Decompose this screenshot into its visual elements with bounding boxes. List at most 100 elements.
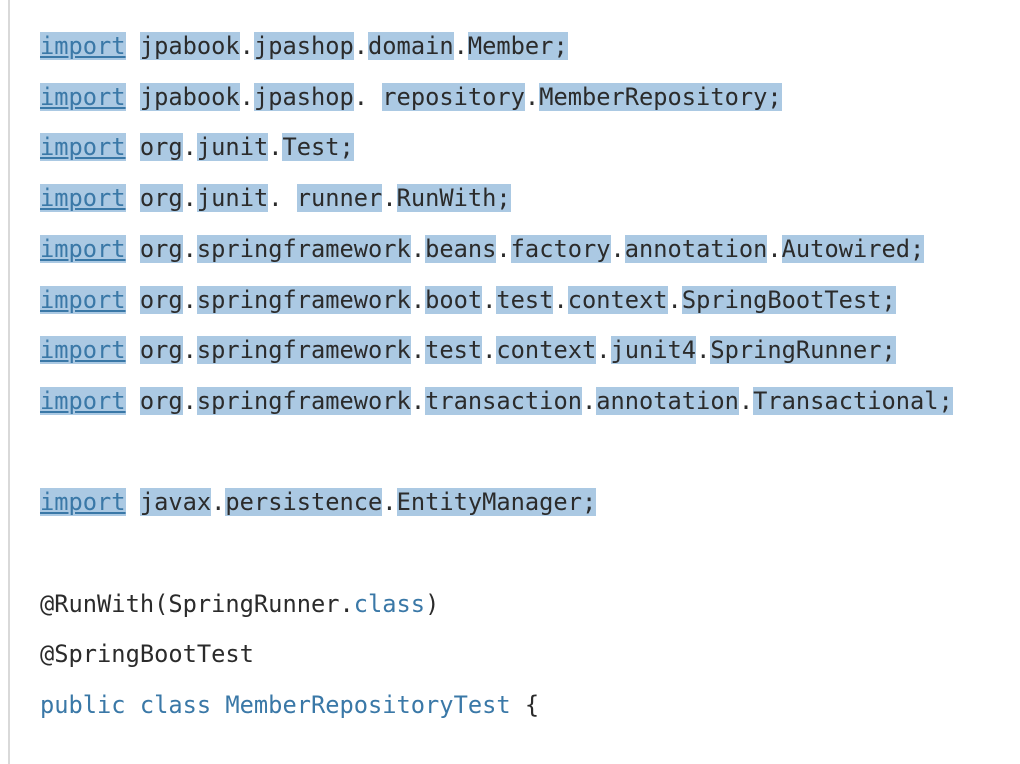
code-line-3: import org.junit.Test;	[40, 122, 1020, 173]
code-line-5: import org.springframework.beans.factory…	[40, 224, 1020, 275]
highlighted-token: springframework	[196, 386, 411, 415]
punctuation: .	[353, 32, 369, 60]
highlighted-token: repository	[382, 82, 525, 111]
highlighted-token: context	[567, 285, 668, 314]
code-line-10: import javax.persistence.EntityManager;	[40, 477, 1020, 528]
code-line-2: import jpabook.jpashop. repository.Membe…	[40, 72, 1020, 123]
highlighted-token: domain	[368, 32, 454, 60]
punctuation	[126, 184, 140, 212]
punctuation: .	[496, 234, 511, 263]
punctuation: .	[268, 133, 283, 162]
punctuation: .	[596, 336, 611, 365]
highlighted-token: jpabook	[139, 32, 240, 60]
punctuation: .	[581, 386, 597, 415]
code-line-6: import org.springframework.boot.test.con…	[40, 275, 1020, 326]
punctuation: .	[410, 386, 426, 415]
highlighted-token: junit4	[610, 336, 697, 365]
punctuation: .	[738, 386, 754, 415]
highlighted-token: SpringRunner;	[710, 336, 896, 365]
highlighted-token: org	[139, 285, 183, 314]
highlighted-token: context	[496, 336, 597, 365]
punctuation: @RunWith(SpringRunner.	[40, 589, 354, 618]
punctuation: .	[211, 488, 226, 517]
highlighted-token: org	[139, 133, 183, 162]
blank-line	[40, 528, 1020, 579]
code-line-12: @RunWith(SpringRunner.class)	[40, 579, 1020, 630]
import-keyword: import	[40, 234, 126, 263]
punctuation: .	[610, 234, 625, 263]
highlighted-token: boot	[425, 285, 483, 314]
highlighted-token: Member;	[467, 32, 568, 60]
punctuation	[126, 336, 140, 364]
import-keyword: import	[40, 32, 126, 60]
blank-line	[40, 427, 1020, 478]
punctuation: .	[268, 184, 297, 213]
highlighted-token: org	[139, 184, 183, 213]
punctuation: .	[410, 285, 426, 314]
highlighted-token: runner	[296, 184, 383, 213]
punctuation: .	[667, 285, 682, 314]
punctuation	[126, 488, 140, 516]
highlighted-token: RunWith;	[396, 184, 511, 213]
punctuation	[126, 32, 140, 60]
highlighted-token: springframework	[196, 285, 411, 314]
highlighted-token: beans	[425, 234, 497, 263]
import-keyword: import	[40, 285, 126, 314]
highlighted-token: SpringBootTest;	[681, 285, 896, 314]
highlighted-token: org	[139, 234, 183, 263]
highlighted-token: junit	[196, 133, 269, 162]
punctuation: .	[239, 82, 254, 111]
punctuation: .	[482, 336, 497, 365]
import-keyword: import	[40, 184, 126, 213]
highlighted-token: Test;	[282, 133, 354, 162]
highlighted-token: factory	[510, 234, 611, 263]
punctuation: .	[182, 133, 197, 162]
highlighted-token: junit	[196, 184, 269, 213]
code-line-7: import org.springframework.test.context.…	[40, 325, 1020, 376]
highlighted-token: EntityManager;	[396, 488, 597, 517]
punctuation: .	[182, 336, 197, 365]
highlighted-token: annotation	[596, 386, 739, 415]
highlighted-token: test	[496, 285, 554, 314]
punctuation: )	[425, 589, 440, 618]
punctuation: .	[410, 234, 426, 263]
highlighted-token: jpashop	[253, 32, 354, 60]
punctuation: .	[353, 82, 383, 111]
punctuation: .	[182, 184, 197, 213]
highlighted-token: jpabook	[139, 82, 240, 111]
punctuation: .	[382, 488, 397, 517]
punctuation: .	[382, 184, 397, 213]
import-keyword: import	[40, 82, 126, 111]
punctuation: .	[182, 285, 197, 314]
highlighted-token: test	[425, 336, 483, 365]
code-line-4: import org.junit. runner.RunWith;	[40, 173, 1020, 224]
code-content: import jpabook.jpashop.domain.Member;imp…	[40, 21, 1020, 731]
code-line-13: @SpringBootTest	[40, 629, 1020, 680]
punctuation	[126, 133, 140, 161]
highlighted-token: Autowired;	[781, 234, 925, 263]
punctuation	[126, 83, 140, 111]
highlighted-token: annotation	[624, 234, 768, 263]
import-keyword: import	[40, 386, 126, 415]
keyword: public class MemberRepositoryTest	[40, 691, 511, 720]
highlighted-token: springframework	[196, 336, 411, 365]
punctuation: .	[482, 285, 497, 314]
highlighted-token: jpashop	[253, 82, 354, 111]
punctuation	[126, 286, 140, 314]
highlighted-token: MemberRepository;	[539, 82, 782, 111]
code-block: import jpabook.jpashop.domain.Member;imp…	[8, 0, 1020, 764]
code-line-1: import jpabook.jpashop.domain.Member;	[40, 21, 1020, 72]
highlighted-token: persistence	[225, 488, 383, 517]
highlighted-token: javax	[139, 488, 212, 517]
punctuation: {	[510, 691, 540, 720]
punctuation: .	[182, 386, 197, 415]
highlighted-token: Transactional;	[753, 386, 953, 415]
code-line-8: import org.springframework.transaction.a…	[40, 376, 1020, 427]
highlighted-token: org	[139, 386, 183, 415]
highlighted-token: springframework	[196, 234, 411, 263]
highlighted-token: transaction	[425, 386, 582, 415]
import-keyword: import	[40, 336, 126, 365]
keyword: class	[353, 589, 426, 618]
punctuation	[126, 235, 140, 263]
punctuation: .	[182, 234, 197, 263]
